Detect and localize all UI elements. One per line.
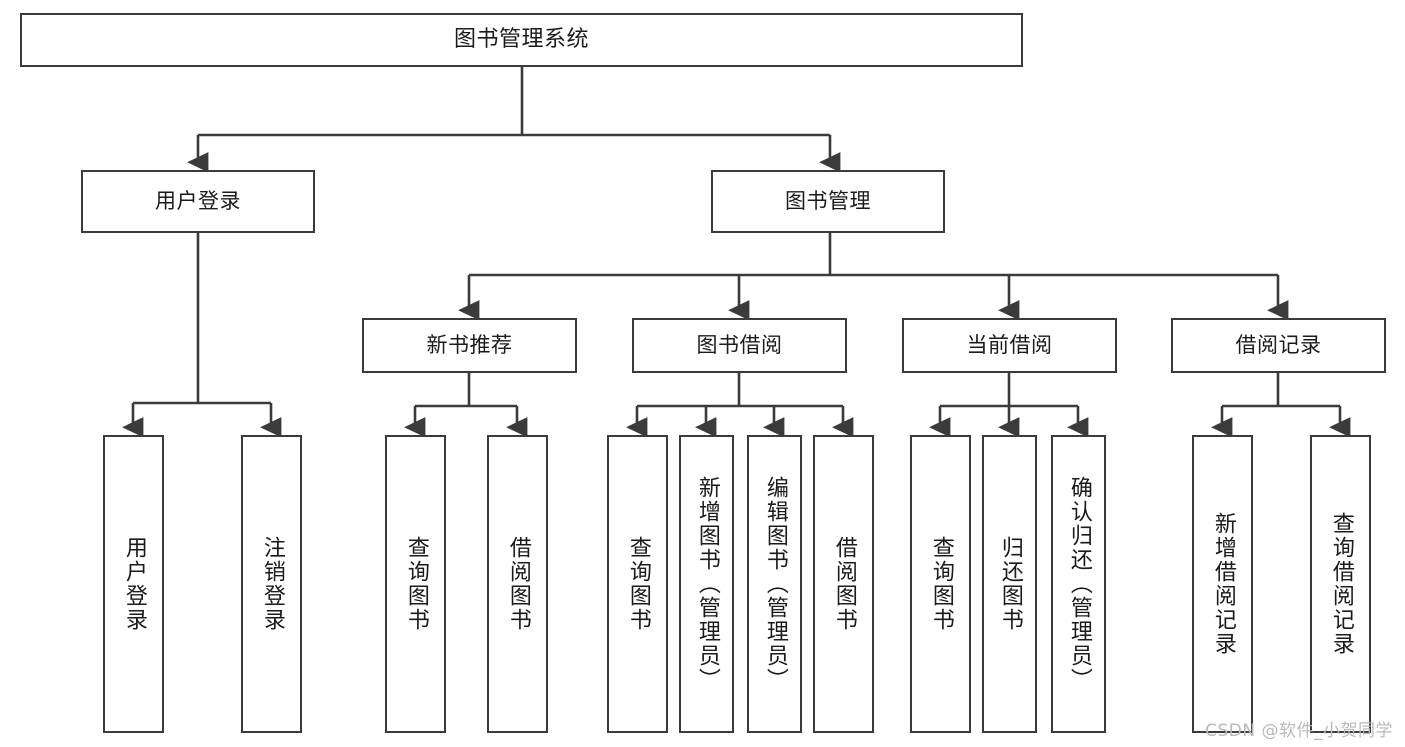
node-leaf-borrow-book-1-label: 借阅图书 (505, 536, 531, 632)
node-user-login-label: 用户登录 (155, 189, 241, 214)
node-book-manage-label: 图书管理 (785, 189, 871, 214)
node-current-borrow[interactable]: 当前借阅 (902, 318, 1117, 373)
node-leaf-add-book-label: 新增图书（管理员） (694, 476, 720, 692)
node-leaf-borrow-book-2-label: 借阅图书 (831, 536, 857, 632)
node-leaf-query-book-1[interactable]: 查询图书 (385, 435, 446, 733)
node-leaf-query-book-2-label: 查询图书 (625, 536, 651, 632)
node-leaf-query-record[interactable]: 查询借阅记录 (1310, 435, 1371, 733)
node-borrow-record[interactable]: 借阅记录 (1171, 318, 1386, 373)
node-user-login[interactable]: 用户登录 (81, 170, 315, 233)
node-borrow-record-label: 借阅记录 (1235, 333, 1322, 358)
node-leaf-add-record[interactable]: 新增借阅记录 (1192, 435, 1253, 733)
node-leaf-query-record-label: 查询借阅记录 (1328, 512, 1354, 656)
watermark-text: CSDN @软件_小贺同学 (1205, 721, 1393, 741)
node-leaf-query-book-3[interactable]: 查询图书 (910, 435, 971, 733)
node-leaf-borrow-book-1[interactable]: 借阅图书 (487, 435, 548, 733)
node-leaf-add-book[interactable]: 新增图书（管理员） (679, 435, 734, 733)
node-leaf-query-book-2[interactable]: 查询图书 (607, 435, 668, 733)
node-leaf-logout-login[interactable]: 注销登录 (241, 435, 302, 733)
node-leaf-query-book-3-label: 查询图书 (928, 536, 954, 632)
node-new-book-recommend-label: 新书推荐 (426, 333, 513, 358)
node-current-borrow-label: 当前借阅 (966, 333, 1053, 358)
node-leaf-confirm-return[interactable]: 确认归还（管理员） (1051, 435, 1106, 733)
node-root-label: 图书管理系统 (453, 27, 589, 53)
node-leaf-return-book[interactable]: 归还图书 (982, 435, 1037, 733)
node-leaf-add-record-label: 新增借阅记录 (1210, 512, 1236, 656)
node-book-borrow-label: 图书借阅 (696, 333, 783, 358)
node-book-manage[interactable]: 图书管理 (711, 170, 945, 233)
node-leaf-user-login-label: 用户登录 (121, 536, 147, 632)
node-new-book-recommend[interactable]: 新书推荐 (362, 318, 577, 373)
node-leaf-edit-book[interactable]: 编辑图书（管理员） (747, 435, 802, 733)
node-leaf-return-book-label: 归还图书 (997, 536, 1023, 632)
node-leaf-edit-book-label: 编辑图书（管理员） (762, 476, 788, 692)
node-leaf-borrow-book-2[interactable]: 借阅图书 (813, 435, 874, 733)
node-root[interactable]: 图书管理系统 (20, 13, 1023, 67)
node-leaf-confirm-return-label: 确认归还（管理员） (1066, 476, 1092, 692)
node-leaf-logout-login-label: 注销登录 (259, 536, 285, 632)
node-book-borrow[interactable]: 图书借阅 (632, 318, 847, 373)
node-leaf-user-login[interactable]: 用户登录 (103, 435, 164, 733)
node-leaf-query-book-1-label: 查询图书 (403, 536, 429, 632)
